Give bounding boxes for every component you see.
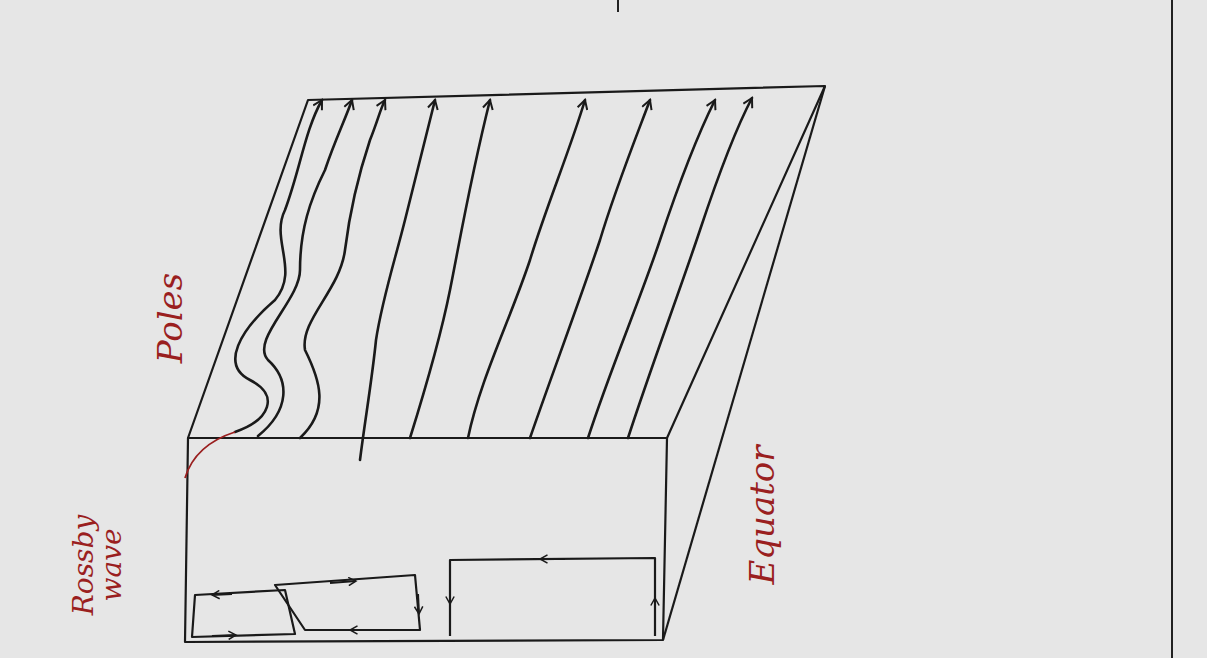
callout-label: Rossby wave bbox=[70, 510, 126, 620]
rossby-wave-line bbox=[588, 100, 715, 438]
rossby-wave-line bbox=[410, 100, 490, 438]
region-label: Equator bbox=[745, 415, 779, 615]
rossby-wave-line bbox=[628, 98, 752, 438]
cell-arrow bbox=[540, 558, 565, 560]
polar-cell bbox=[192, 590, 295, 637]
cell-arrow bbox=[654, 598, 656, 622]
cell-arrow bbox=[212, 635, 236, 636]
top-face bbox=[188, 86, 825, 438]
side-edge bbox=[663, 86, 825, 640]
rossby-wave-line bbox=[258, 100, 352, 436]
cell-arrow bbox=[330, 581, 356, 583]
rossby-wave-line bbox=[360, 100, 435, 460]
cell-arrow bbox=[449, 580, 451, 604]
rossby-wave-line bbox=[235, 100, 322, 432]
hadley-cell bbox=[450, 558, 655, 636]
rossby-wave-line bbox=[300, 100, 385, 438]
cell-arrow bbox=[350, 629, 375, 631]
page-border bbox=[1171, 0, 1173, 658]
region-label: Poles bbox=[153, 238, 187, 398]
cell-arrow bbox=[212, 594, 232, 595]
rossby-wave-line bbox=[530, 100, 650, 438]
leader-line bbox=[185, 432, 235, 478]
ferrel-cell bbox=[275, 575, 420, 630]
front-face bbox=[185, 438, 667, 642]
page-tick bbox=[617, 0, 619, 12]
rossby-wave-line bbox=[468, 100, 585, 438]
cell-arrow bbox=[418, 594, 419, 614]
